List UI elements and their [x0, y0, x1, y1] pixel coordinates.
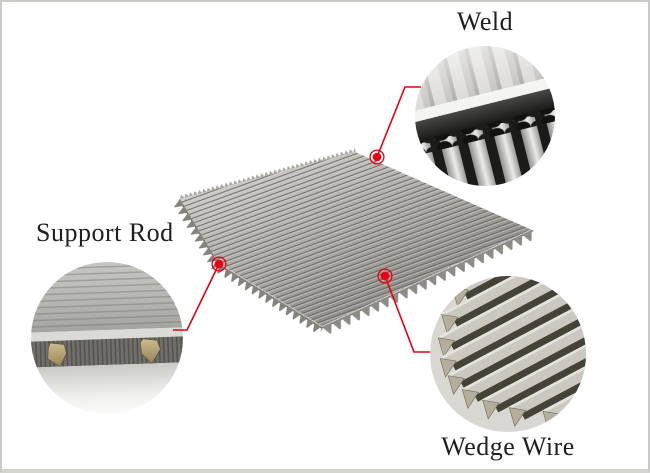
panel-front-right-teeth: [321, 228, 537, 336]
weld-label: Weld: [456, 7, 514, 36]
wedge-wire-leader-line: [384, 275, 430, 353]
support-rod-label: Support Rod: [36, 218, 174, 247]
panel-top-serration: [179, 148, 356, 199]
weld-leader-line: [376, 86, 421, 158]
support-rod-end-left: [47, 342, 67, 368]
screen-panel-photo: [172, 148, 537, 336]
wedge-wire-anchor-dot: [380, 271, 390, 281]
panel-front-left-teeth: [172, 198, 221, 270]
weld-detail-photo: [415, 46, 555, 186]
support-rod-end-right: [139, 338, 161, 365]
support-rod-detail-photo: [31, 262, 183, 414]
wedge-wire-label: Wedge Wire: [441, 432, 575, 461]
panel-front-lower-teeth: [214, 262, 324, 335]
support-rod-anchor-dot: [214, 259, 224, 269]
support-rod-leader-line: [173, 263, 220, 331]
weld-anchor-dot: [372, 152, 382, 162]
